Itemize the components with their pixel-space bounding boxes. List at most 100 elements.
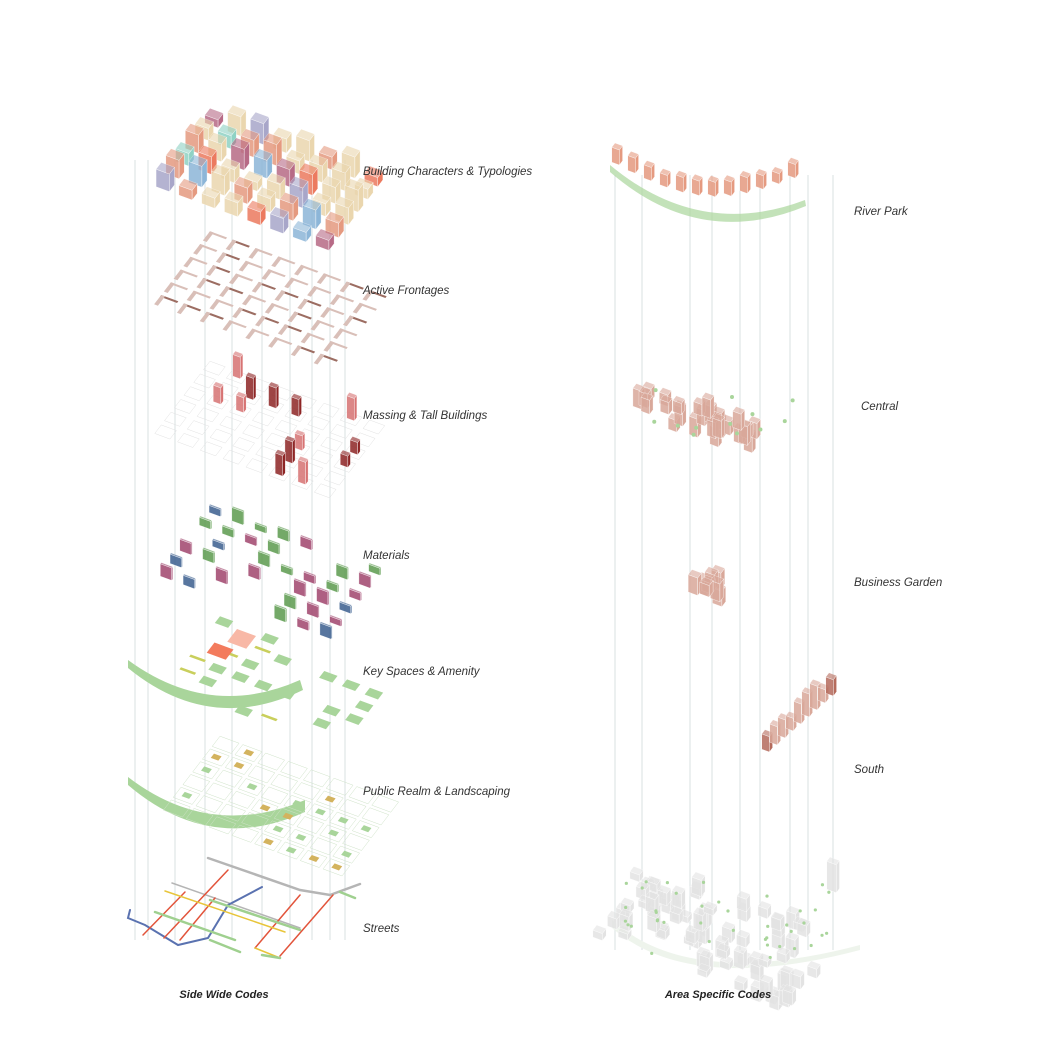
- building-block-roof: [188, 154, 208, 167]
- material-panel-side: [269, 553, 271, 568]
- building-block: [178, 178, 198, 201]
- street-red: [279, 894, 334, 957]
- context-building: [629, 866, 644, 883]
- green-space: [345, 713, 364, 725]
- ghost-block: [154, 424, 177, 440]
- material-panel-side: [318, 604, 320, 619]
- street-red: [163, 869, 229, 939]
- tree: [820, 933, 824, 937]
- layer-label-streets: Streets: [363, 923, 400, 935]
- context-building: [757, 900, 772, 920]
- context-building: [733, 944, 748, 971]
- street-block-outline: [319, 824, 347, 843]
- river-park-building-face: [707, 179, 716, 198]
- frontage-strip: [242, 294, 253, 306]
- context-building-roof: [721, 920, 736, 931]
- layer-active-frontages: [154, 231, 387, 365]
- south-building-face: [777, 716, 786, 739]
- material-panel-side: [259, 566, 261, 581]
- tall-building-side: [292, 437, 296, 465]
- street-block-outline: [306, 803, 334, 822]
- column-title-site-wide: Side Wide Codes: [179, 989, 269, 1001]
- context-building-roof: [669, 905, 684, 916]
- material-panel-roof: [306, 600, 320, 607]
- frontage-strip: [342, 315, 354, 327]
- street-green: [153, 910, 237, 942]
- context-building-roof: [647, 875, 662, 885]
- context-building-roof: [703, 900, 718, 910]
- material-panel: [273, 603, 287, 624]
- context-tower-face: [826, 860, 837, 894]
- street-block-outline: [322, 858, 351, 877]
- material-panel-roof: [280, 563, 294, 570]
- column-title-area-specific: Area Specific Codes: [664, 989, 772, 1001]
- tree: [766, 924, 770, 928]
- ghost-block: [362, 419, 386, 435]
- central-building: [640, 392, 654, 415]
- material-panel: [329, 614, 343, 628]
- material-panel-side: [288, 529, 290, 543]
- building-block: [292, 220, 312, 243]
- green-space: [273, 654, 292, 666]
- context-building-roof: [657, 884, 672, 894]
- building-block: [315, 228, 335, 252]
- tree: [827, 890, 831, 894]
- tree: [758, 427, 763, 432]
- tree: [623, 919, 628, 923]
- material-panel-roof: [273, 603, 287, 610]
- river-park-building-roof: [691, 173, 703, 182]
- street-block-outline: [224, 757, 253, 775]
- material-panel-side: [190, 541, 193, 556]
- street-secondary-grey: [171, 882, 301, 929]
- tall-building-roof: [294, 429, 306, 437]
- material-panel-roof: [329, 614, 343, 621]
- street-red: [142, 891, 186, 936]
- tree: [653, 388, 658, 393]
- material-panel-roof: [179, 537, 193, 544]
- street-block-outline: [270, 773, 299, 792]
- material-panel: [368, 562, 382, 577]
- street-block-outline: [218, 803, 247, 822]
- building-block: [302, 198, 322, 230]
- tree: [691, 432, 696, 437]
- ghost-block: [317, 402, 340, 418]
- tall-building-roof: [232, 350, 244, 358]
- frontage-strip: [186, 290, 198, 302]
- green-space: [260, 633, 279, 645]
- landscape-patch: [308, 855, 320, 863]
- context-building-roof: [592, 924, 607, 934]
- tall-building: [274, 449, 286, 477]
- area-river-park: [610, 142, 806, 222]
- tall-building: [232, 350, 244, 380]
- context-building-roof: [736, 929, 751, 939]
- tall-building-face: [284, 438, 293, 464]
- landscape-patch: [243, 749, 255, 757]
- central-building: [701, 392, 715, 420]
- landscape-patch: [201, 766, 212, 774]
- tall-building-face: [212, 384, 222, 405]
- tree: [652, 419, 657, 424]
- ghost-block: [310, 449, 334, 465]
- context-building-roof: [620, 897, 635, 907]
- green-space: [234, 705, 253, 717]
- context-building: [693, 907, 708, 933]
- landscape-patch: [233, 762, 245, 770]
- river-park-building: [723, 174, 735, 197]
- context-building: [657, 884, 672, 907]
- tall-building-roof: [245, 372, 257, 379]
- building-block-roof: [230, 137, 250, 150]
- tree: [650, 951, 654, 956]
- south-building: [825, 672, 837, 697]
- tall-building-side: [354, 394, 358, 422]
- context-building: [736, 890, 751, 913]
- central-building-roof: [672, 395, 686, 404]
- material-panel-side: [295, 596, 297, 611]
- material-panel-side: [226, 569, 229, 586]
- material-panel: [277, 525, 291, 543]
- tree: [640, 886, 644, 890]
- green-space: [354, 700, 374, 713]
- frontage-strip: [352, 302, 364, 314]
- site-wide-layers: [126, 104, 400, 960]
- building-block-roof: [220, 157, 240, 170]
- ghost-block: [320, 436, 343, 452]
